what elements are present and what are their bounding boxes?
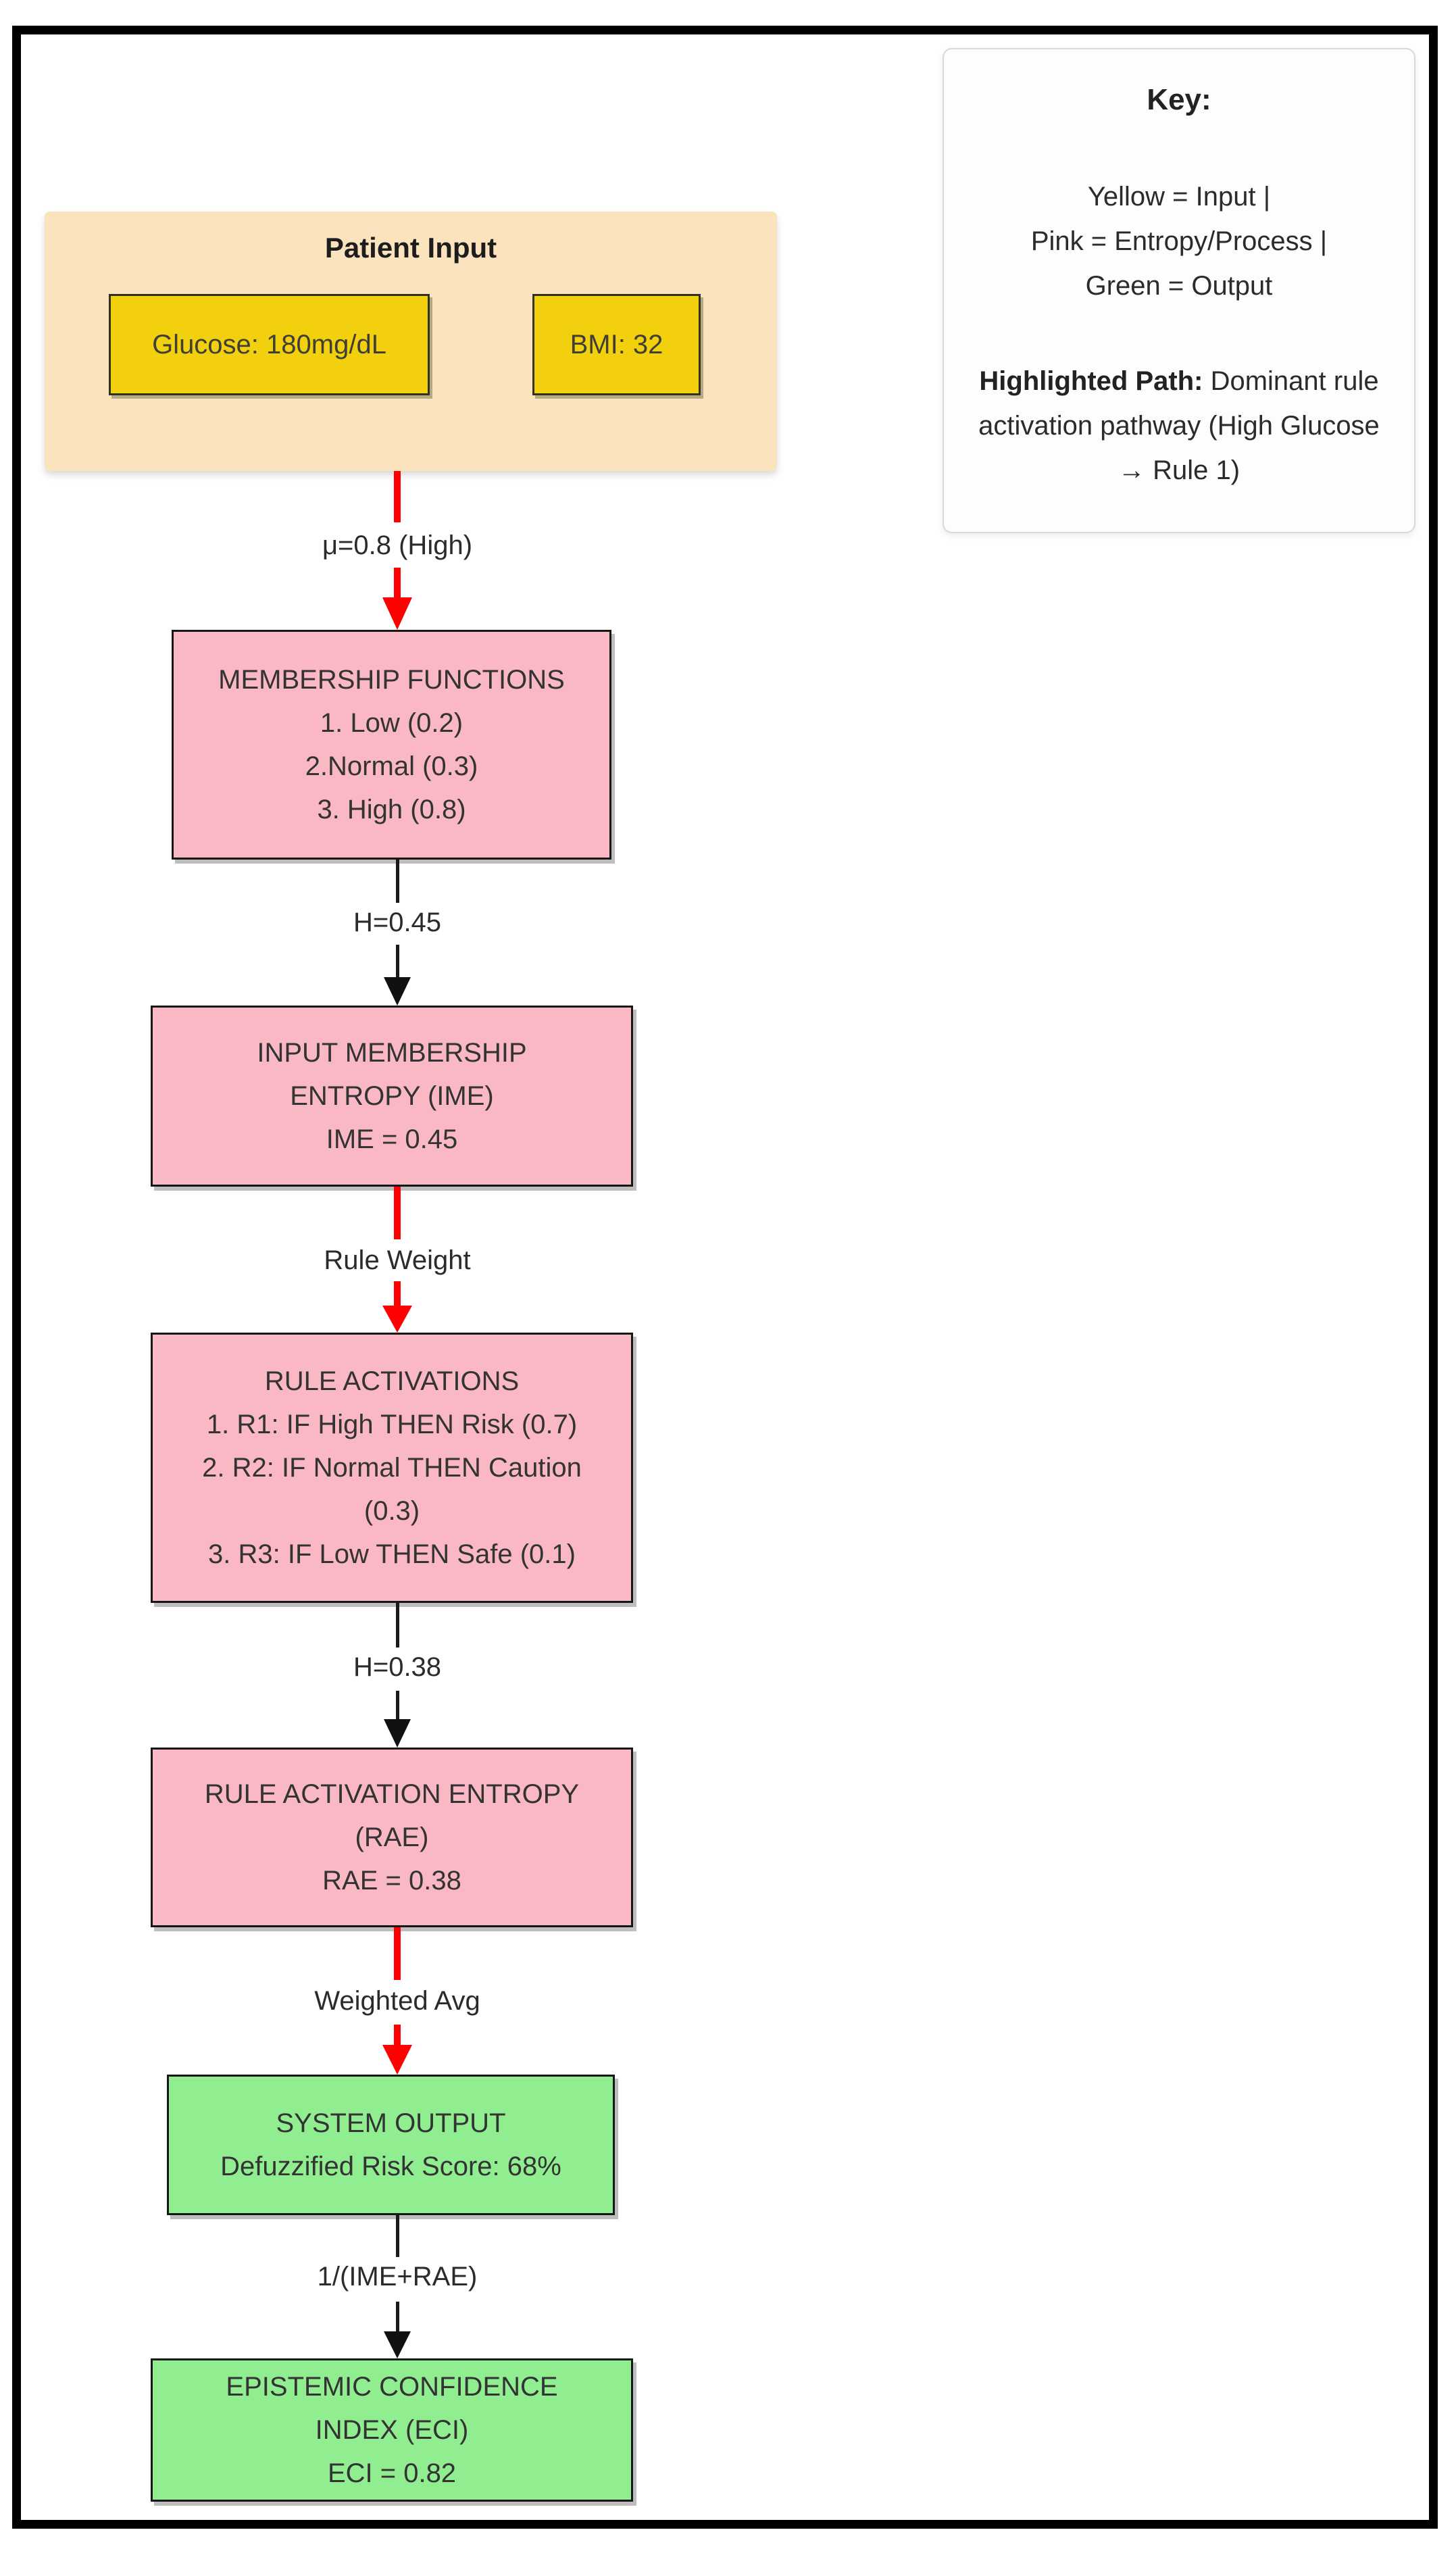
- rule-activation-entropy-node: RULE ACTIVATION ENTROPY (RAE) RAE = 0.38: [151, 1748, 633, 1927]
- node-line: 3. High (0.8): [317, 795, 466, 824]
- node-line: IME = 0.45: [326, 1124, 458, 1154]
- node-line: RULE ACTIVATIONS: [264, 1366, 520, 1396]
- membership-functions-node: MEMBERSHIP FUNCTIONS 1. Low (0.2) 2.Norm…: [172, 630, 611, 860]
- node-line: EPISTEMIC CONFIDENCE: [226, 2372, 558, 2402]
- bmi-input-node: BMI: 32: [532, 294, 701, 395]
- connector-6-arrowhead-icon: [384, 2331, 411, 2358]
- connector-1-line: [394, 471, 401, 522]
- connector-4-label: H=0.38: [346, 1650, 449, 1684]
- node-line: SYSTEM OUTPUT: [276, 2108, 506, 2138]
- highlighted-path-note: Highlighted Path: Dominant rule activati…: [971, 359, 1387, 493]
- legend-line-yellow: Yellow = Input |: [1087, 182, 1271, 212]
- legend-line-pink: Pink = Entropy/Process |: [1030, 226, 1328, 256]
- connector-1-line2: [394, 568, 401, 597]
- legend-line-green: Green = Output: [1085, 271, 1273, 301]
- highlighted-path-text: Dominant rule activation pathway (High G…: [978, 366, 1380, 485]
- connector-3-label: Rule Weight: [317, 1243, 478, 1277]
- node-line: 2. R2: IF Normal THEN Caution: [202, 1453, 582, 1483]
- connector-3-arrowhead-icon: [382, 1306, 412, 1333]
- highlighted-path-label: Highlighted Path:: [979, 366, 1203, 396]
- connector-2-label: H=0.45: [346, 906, 449, 939]
- input-membership-entropy-node: INPUT MEMBERSHIP ENTROPY (IME) IME = 0.4…: [151, 1006, 633, 1187]
- node-line: RAE = 0.38: [322, 1866, 461, 1896]
- key-panel: Key: Yellow = Input | Pink = Entropy/Pro…: [943, 48, 1415, 533]
- connector-3-line2: [394, 1281, 401, 1306]
- node-line: MEMBERSHIP FUNCTIONS: [218, 665, 565, 695]
- epistemic-confidence-index-node: EPISTEMIC CONFIDENCE INDEX (ECI) ECI = 0…: [151, 2358, 633, 2502]
- connector-4-arrowhead-icon: [384, 1719, 411, 1748]
- node-line: Defuzzified Risk Score: 68%: [220, 2152, 561, 2181]
- connector-6-label: 1/(IME+RAE): [310, 2260, 484, 2294]
- node-line: 1. R1: IF High THEN Risk (0.7): [206, 1410, 578, 1439]
- patient-input-title: Patient Input: [324, 232, 497, 264]
- key-title: Key:: [1147, 83, 1211, 116]
- node-line: 1. Low (0.2): [320, 708, 463, 738]
- node-line: INDEX (ECI): [315, 2415, 469, 2445]
- node-line: ENTROPY (IME): [290, 1081, 494, 1111]
- system-output-node: SYSTEM OUTPUT Defuzzified Risk Score: 68…: [167, 2075, 615, 2215]
- node-line: 3. R3: IF Low THEN Safe (0.1): [208, 1539, 576, 1569]
- node-line: ECI = 0.82: [327, 2458, 457, 2488]
- node-line: INPUT MEMBERSHIP: [257, 1038, 527, 1068]
- node-line: (0.3): [363, 1496, 420, 1526]
- connector-2-line: [396, 860, 399, 903]
- connector-2-arrowhead-icon: [384, 977, 411, 1006]
- connector-6-line2: [396, 2302, 399, 2331]
- connector-5-label: Weighted Avg: [307, 1984, 487, 2018]
- connector-1-arrowhead-icon: [382, 597, 412, 630]
- connector-1-label: μ=0.8 (High): [315, 528, 480, 562]
- connector-2-line2: [396, 945, 399, 977]
- node-line: RULE ACTIVATION ENTROPY: [204, 1779, 580, 1809]
- patient-input-container: Patient Input Glucose: 180mg/dL BMI: 32: [45, 212, 777, 471]
- node-line: 2.Normal (0.3): [305, 751, 478, 781]
- connector-5-line2: [394, 2025, 401, 2045]
- connector-6-line: [396, 2215, 399, 2257]
- connector-5-arrowhead-icon: [382, 2045, 412, 2075]
- connector-4-line: [396, 1603, 399, 1648]
- node-line: (RAE): [355, 1823, 429, 1852]
- connector-5-line: [394, 1927, 401, 1980]
- connector-4-line2: [396, 1691, 399, 1719]
- rule-activations-node: RULE ACTIVATIONS 1. R1: IF High THEN Ris…: [151, 1333, 633, 1603]
- glucose-input-node: Glucose: 180mg/dL: [109, 294, 430, 395]
- connector-3-line: [394, 1187, 401, 1239]
